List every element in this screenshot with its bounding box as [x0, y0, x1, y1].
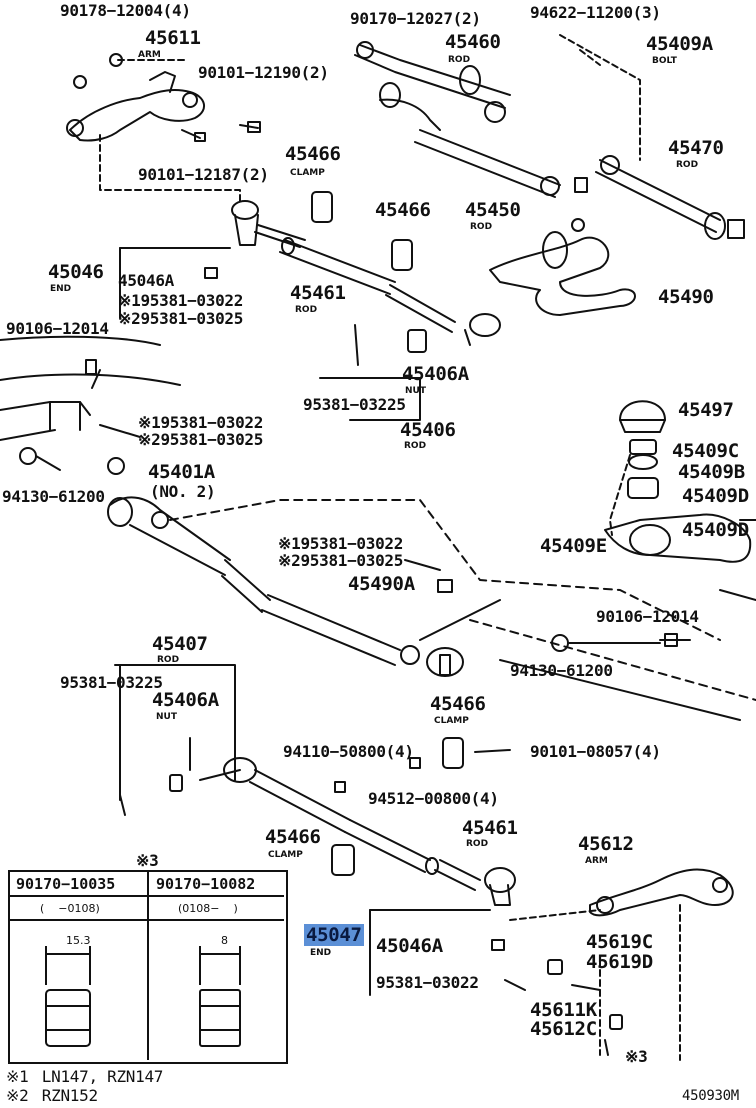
- label-95381-03225-low: 95381−03225: [60, 673, 163, 692]
- label-94512-00800: 94512−00800(4): [368, 789, 499, 808]
- note-1: ※1 LN147, RZN147: [6, 1068, 163, 1086]
- label-rod-45407: ROD: [157, 655, 180, 665]
- label-clamp-d: CLAMP: [268, 850, 303, 860]
- label-45466-b: 45466: [375, 199, 431, 221]
- label-x195381-low: ※195381−03022: [278, 534, 404, 553]
- table-title: ※3: [136, 851, 159, 870]
- table-col1-range: ( −0108): [40, 902, 100, 915]
- label-45466-c: 45466: [430, 693, 486, 715]
- label-45406A-low: 45406A: [152, 689, 219, 711]
- table-col2-part: 90170−10082: [156, 875, 256, 893]
- label-x295381-mid: ※295381−03025: [138, 430, 264, 449]
- label-45409C: 45409C: [672, 440, 739, 462]
- label-no2: (NO. 2): [150, 482, 216, 501]
- label-rod-45460: ROD: [448, 55, 471, 65]
- label-45490A: 45490A: [348, 573, 415, 595]
- label-45612: 45612: [578, 833, 634, 855]
- label-45490: 45490: [658, 286, 714, 308]
- note-2: ※2 RZN152: [6, 1087, 98, 1105]
- label-rod-45461-top: ROD: [295, 305, 318, 315]
- pitman-arm-top: [69, 89, 205, 142]
- label-bolt: BOLT: [652, 56, 677, 66]
- table-lines: [8, 870, 284, 1060]
- table-col1-dim: 15.3: [66, 934, 91, 947]
- label-95381-03022: 95381−03022: [376, 973, 479, 992]
- label-45611K: 45611K: [530, 999, 597, 1021]
- label-rod-45461-low: ROD: [466, 839, 489, 849]
- label-45409E: 45409E: [540, 535, 607, 557]
- label-90106-12014-low: 90106−12014: [596, 607, 699, 626]
- label-clamp-c: CLAMP: [434, 716, 469, 726]
- label-45466-a: 45466: [285, 143, 341, 165]
- label-90106-12014-top: 90106−12014: [6, 319, 109, 338]
- spec-table: 90170−10035 90170−10082 ( −0108) (0108− …: [8, 870, 288, 1064]
- label-arm-2: ARM: [585, 856, 608, 866]
- label-45407: 45407: [152, 633, 208, 655]
- note-1-text: LN147, RZN147: [41, 1067, 164, 1086]
- label-45046A-top: 45046A: [118, 271, 174, 290]
- table-col1-part: 90170−10035: [16, 875, 116, 893]
- label-45406A-top: 45406A: [402, 363, 469, 385]
- table-col2-range: (0108− ): [178, 902, 238, 915]
- label-45619D: 45619D: [586, 951, 653, 973]
- label-90170-12027: 90170−12027(2): [350, 9, 481, 28]
- label-45619C: 45619C: [586, 931, 653, 953]
- label-45460: 45460: [445, 31, 501, 53]
- label-45461-top: 45461: [290, 282, 346, 304]
- label-nut-top: NUT: [405, 386, 426, 396]
- label-rod-45450: ROD: [470, 222, 493, 232]
- label-90101-12187: 90101−12187(2): [138, 165, 269, 184]
- label-45401A: 45401A: [148, 461, 215, 483]
- label-94130-61200-top: 94130−61200: [2, 487, 105, 506]
- label-x295381-top: ※295381−03025: [118, 309, 244, 328]
- note-1-mark: ※1: [6, 1067, 29, 1086]
- label-94130-61200-low: 94130−61200: [510, 661, 613, 680]
- label-90101-12190: 90101−12190(2): [198, 63, 329, 82]
- label-45461-low: 45461: [462, 817, 518, 839]
- label-95381-03225-top: 95381−03225: [303, 395, 406, 414]
- note-2-text: RZN152: [41, 1086, 98, 1105]
- label-45406: 45406: [400, 419, 456, 441]
- label-45409D-2: 45409D: [682, 519, 749, 541]
- label-45497: 45497: [678, 399, 734, 421]
- label-45047-highlighted[interactable]: 45047: [304, 924, 364, 946]
- label-rod-45406: ROD: [404, 441, 427, 451]
- label-45046: 45046: [48, 261, 104, 283]
- label-45409D-1: 45409D: [682, 485, 749, 507]
- label-45470: 45470: [668, 137, 724, 159]
- label-rod-45470: ROD: [676, 160, 699, 170]
- label-clamp-a: CLAMP: [290, 168, 325, 178]
- label-x295381-low: ※295381−03025: [278, 551, 404, 570]
- label-90101-08057: 90101−08057(4): [530, 742, 661, 761]
- label-arm-1: ARM: [138, 50, 161, 60]
- label-45612C: 45612C: [530, 1018, 597, 1040]
- figure-id: 450930M: [682, 1088, 739, 1104]
- label-end-45047: END: [310, 948, 332, 958]
- label-x195381-mid: ※195381−03022: [138, 413, 264, 432]
- table-col2-dim: 8: [221, 934, 228, 947]
- label-94110-50800: 94110−50800(4): [283, 742, 414, 761]
- label-45409B: 45409B: [678, 461, 745, 483]
- label-x195381-top: ※195381−03022: [118, 291, 244, 310]
- label-45409A: 45409A: [646, 33, 713, 55]
- label-94622-11200: 94622−11200(3): [530, 3, 661, 22]
- label-45611: 45611: [145, 27, 201, 49]
- label-90178-12004: 90178−12004(4): [60, 1, 191, 20]
- label-end-45046: END: [50, 284, 72, 294]
- label-45046A-low: 45046A: [376, 935, 443, 957]
- label-45450: 45450: [465, 199, 521, 221]
- label-nut-low: NUT: [156, 712, 177, 722]
- label-45466-d: 45466: [265, 826, 321, 848]
- label-x3: ※3: [625, 1047, 648, 1066]
- note-2-mark: ※2: [6, 1086, 29, 1105]
